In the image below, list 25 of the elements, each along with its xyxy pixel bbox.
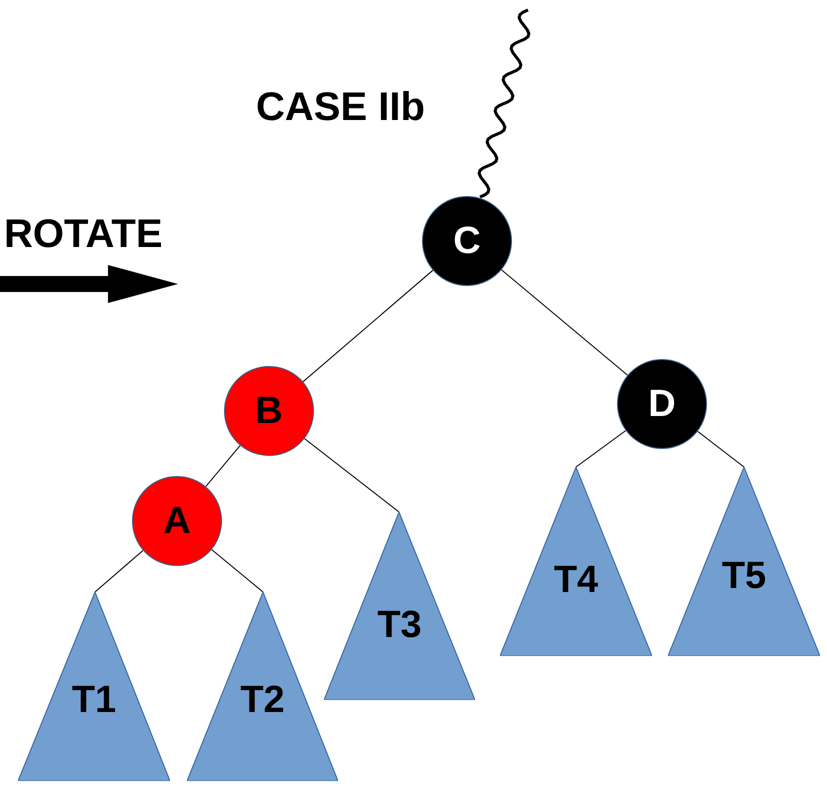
subtree-triangle (324, 512, 475, 700)
subtree-triangle (500, 467, 652, 656)
node-label: T5 (720, 557, 768, 595)
tree-edge (205, 445, 241, 487)
tree-edge (576, 430, 626, 468)
subtree-triangle (18, 592, 170, 781)
subtree-triangle (668, 467, 820, 656)
wavy-line (478, 8, 530, 198)
tree-edge (211, 549, 264, 592)
annotation-text: CASE IIb (256, 87, 425, 127)
subtree-triangle (187, 592, 338, 781)
tree-edge (304, 438, 400, 512)
node-label: T4 (552, 561, 600, 599)
node-label: D (648, 385, 676, 423)
node-label: T3 (376, 606, 423, 644)
tree-edge (302, 270, 434, 382)
node-label: T2 (239, 681, 286, 719)
node-label: T1 (70, 681, 118, 719)
tree-edge (94, 550, 144, 592)
node-label: A (163, 502, 191, 540)
annotation-text: ROTATE (4, 214, 162, 254)
node-label: C (453, 222, 481, 260)
tree-edge (501, 269, 628, 376)
node-label: B (255, 392, 283, 430)
tree-edge (697, 430, 744, 468)
